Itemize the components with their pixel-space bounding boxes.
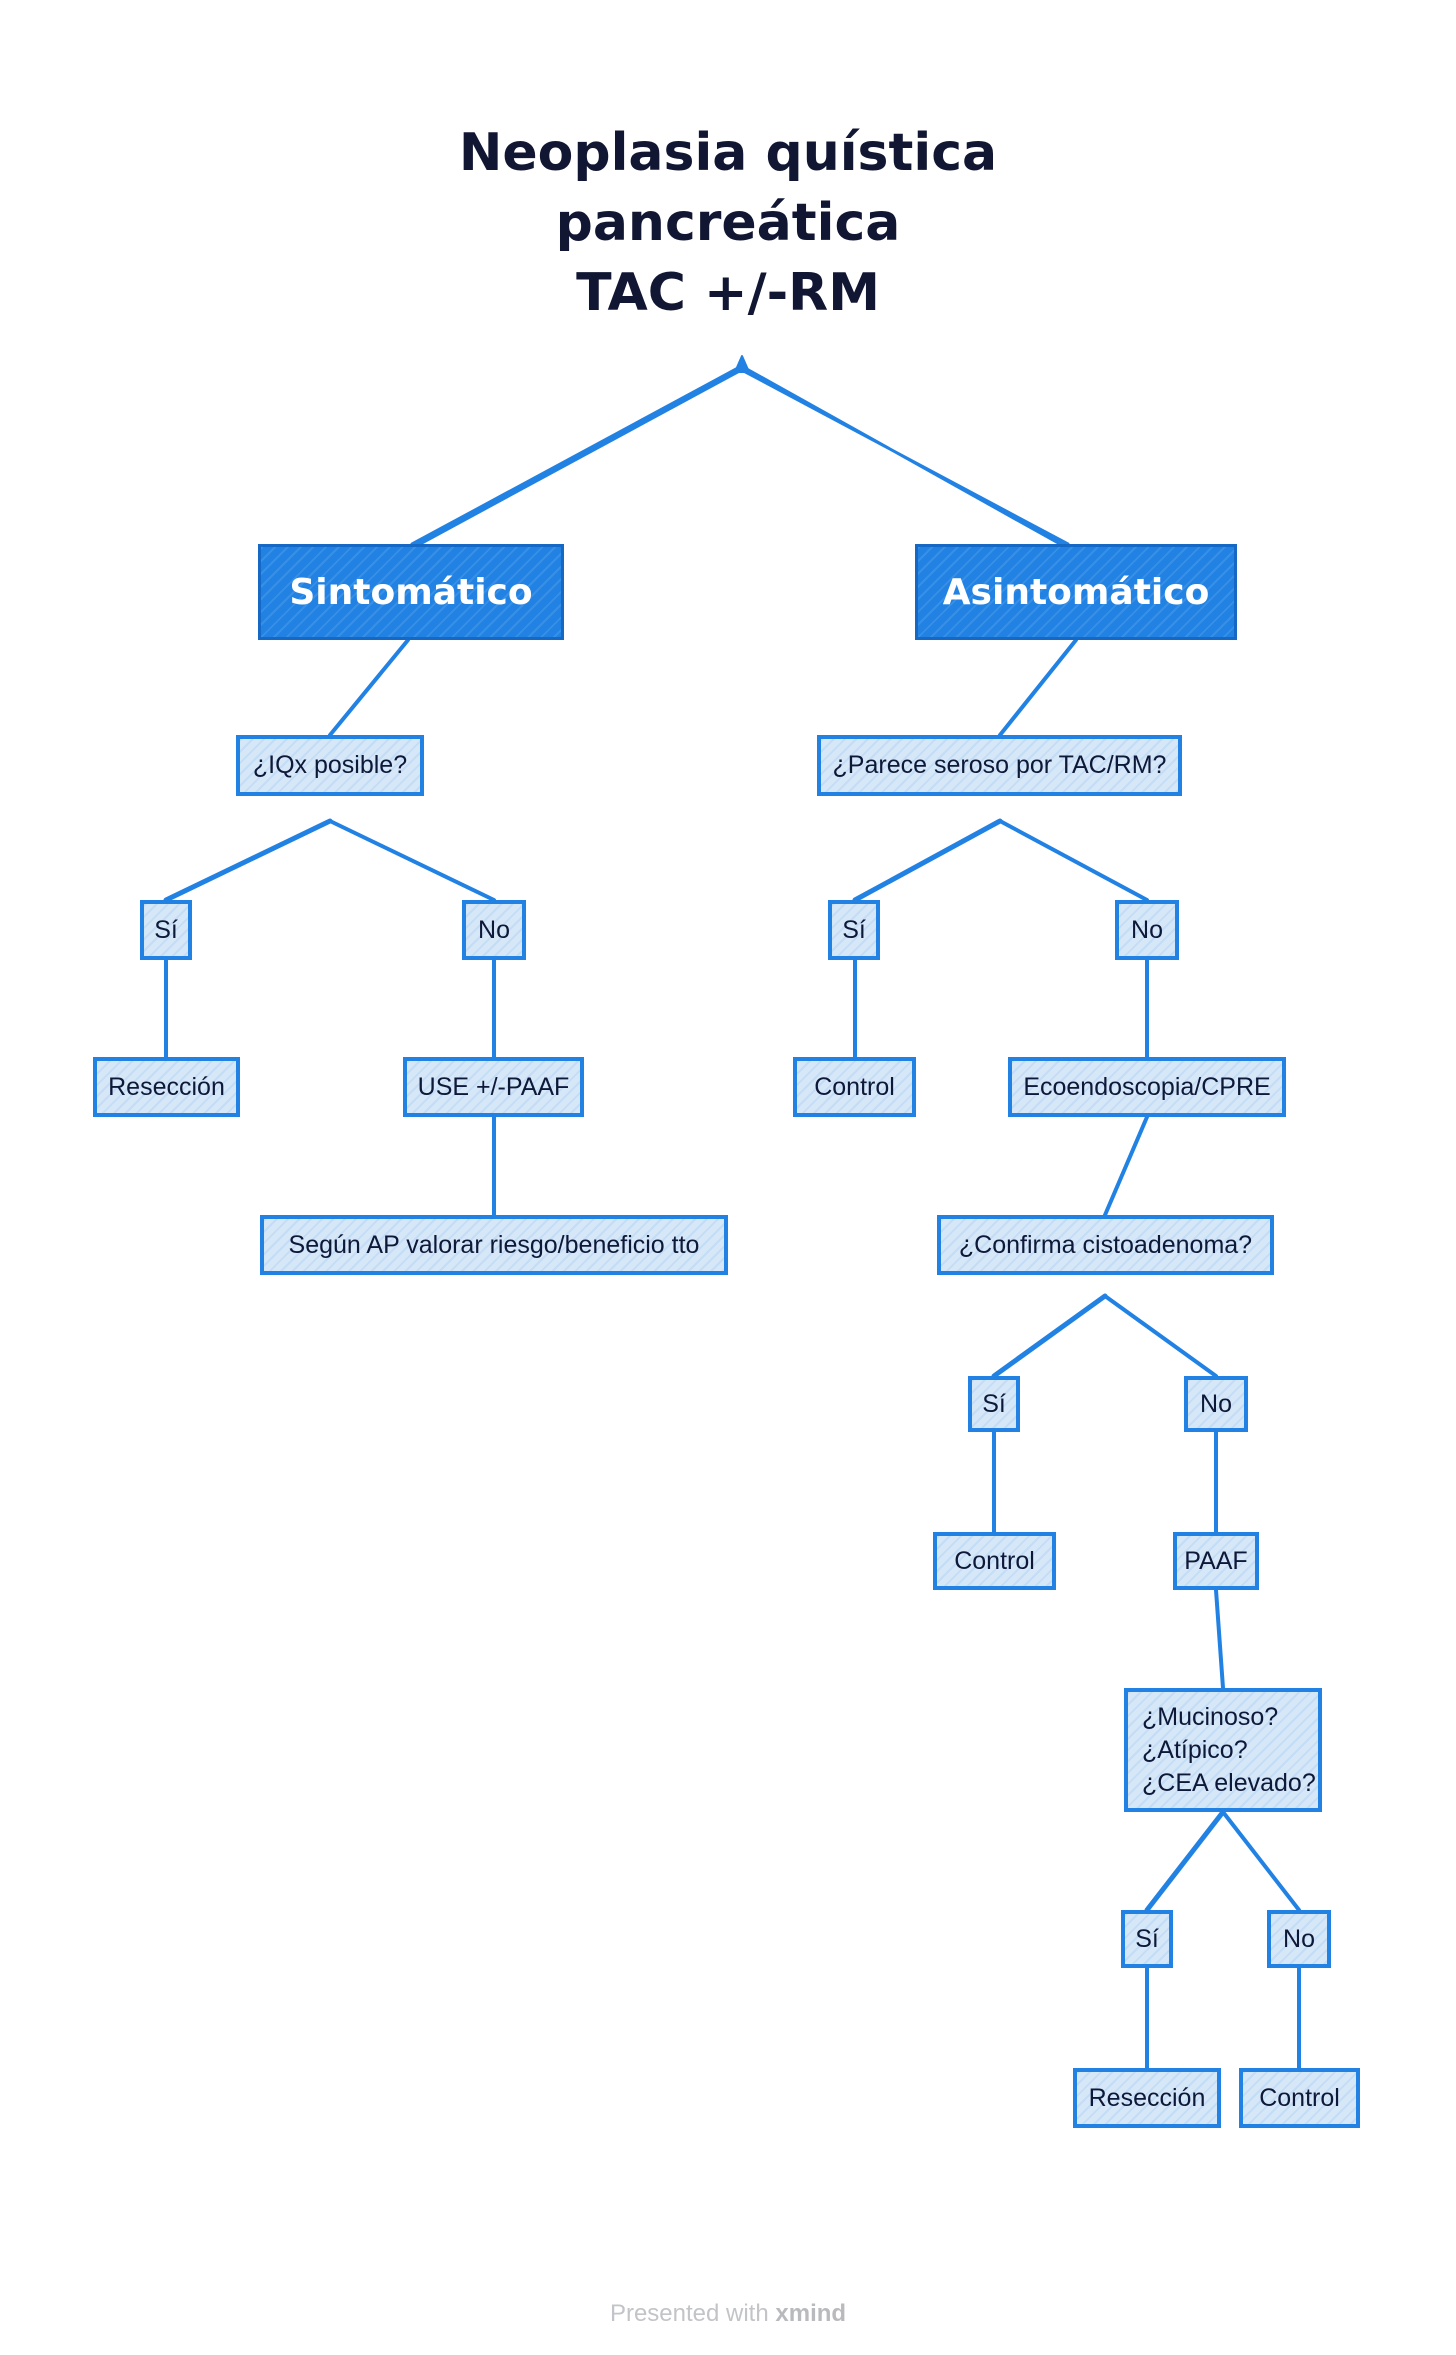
connector-sintomatico-iqx [328, 638, 410, 737]
node-iqx-posible[interactable]: ¿IQx posible? [236, 735, 424, 796]
node-iqx-si[interactable]: Sí [140, 900, 192, 960]
mucinoso-line-1: ¿Mucinoso? [1142, 1702, 1279, 1731]
connector-mucinoso-no [1221, 1810, 1301, 1912]
connector-seroso-si [852, 818, 1003, 903]
connector-confirma-no [1103, 1294, 1218, 1378]
node-mucinoso-atipico-cea[interactable]: ¿Mucinoso? ¿Atípico? ¿CEA elevado? [1124, 1688, 1322, 1812]
title-line-2: pancreática [555, 193, 901, 253]
title-line-1: Neoplasia quística [458, 123, 998, 183]
node-cisto-no[interactable]: No [1184, 1376, 1248, 1432]
node-control-3[interactable]: Control [1239, 2068, 1360, 2128]
node-parece-seroso[interactable]: ¿Parece seroso por TAC/RM? [817, 735, 1182, 796]
title-line-3: TAC +/-RM [576, 263, 880, 323]
diagram-title: Neoplasia quística pancreática TAC +/-RM [428, 118, 1028, 328]
footer-presented-text: Presented with [609, 2300, 769, 2327]
node-muc-no[interactable]: No [1267, 1910, 1331, 1968]
mucinoso-line-3: ¿CEA elevado? [1142, 1768, 1316, 1797]
node-use-paaf[interactable]: USE +/-PAAF [403, 1057, 584, 1117]
connector-eco-confirma [1103, 1115, 1149, 1217]
connector-asintomatico-seroso [998, 638, 1078, 737]
node-segun-ap[interactable]: Según AP valorar riesgo/beneficio tto [260, 1215, 728, 1275]
connector-root-asintomatico [736, 366, 1070, 546]
node-muc-si[interactable]: Sí [1121, 1910, 1173, 1968]
connector-confirma-si [991, 1293, 1108, 1379]
mucinoso-line-2: ¿Atípico? [1142, 1735, 1248, 1764]
node-cisto-si[interactable]: Sí [968, 1376, 1020, 1432]
connector-iqx-si [163, 818, 333, 903]
node-seroso-si[interactable]: Sí [828, 900, 880, 960]
connector-paaf-mucinoso [1214, 1588, 1225, 1690]
node-ecoendoscopia[interactable]: Ecoendoscopia/CPRE [1008, 1057, 1286, 1117]
node-paaf[interactable]: PAAF [1173, 1532, 1259, 1590]
node-reseccion-2[interactable]: Resección [1073, 2068, 1221, 2128]
node-confirma-cistoadenoma[interactable]: ¿Confirma cistoadenoma? [937, 1215, 1274, 1275]
connector-mucinoso-si [1144, 1809, 1226, 1913]
node-control-2[interactable]: Control [933, 1532, 1056, 1590]
node-asintomatico[interactable]: Asintomático [915, 544, 1237, 640]
footer-credit: Presented with xmind [528, 2300, 928, 2328]
node-control-1[interactable]: Control [793, 1057, 916, 1117]
connector-seroso-no [998, 819, 1149, 902]
footer-brand[interactable]: xmind [775, 2300, 847, 2327]
node-sintomatico[interactable]: Sintomático [258, 544, 564, 640]
node-seroso-no[interactable]: No [1115, 900, 1179, 960]
connector-iqx-no [328, 819, 496, 902]
connector-root-sintomatico [410, 366, 747, 546]
node-iqx-no[interactable]: No [462, 900, 526, 960]
node-reseccion-1[interactable]: Resección [93, 1057, 240, 1117]
connector-root-knob [734, 355, 750, 373]
